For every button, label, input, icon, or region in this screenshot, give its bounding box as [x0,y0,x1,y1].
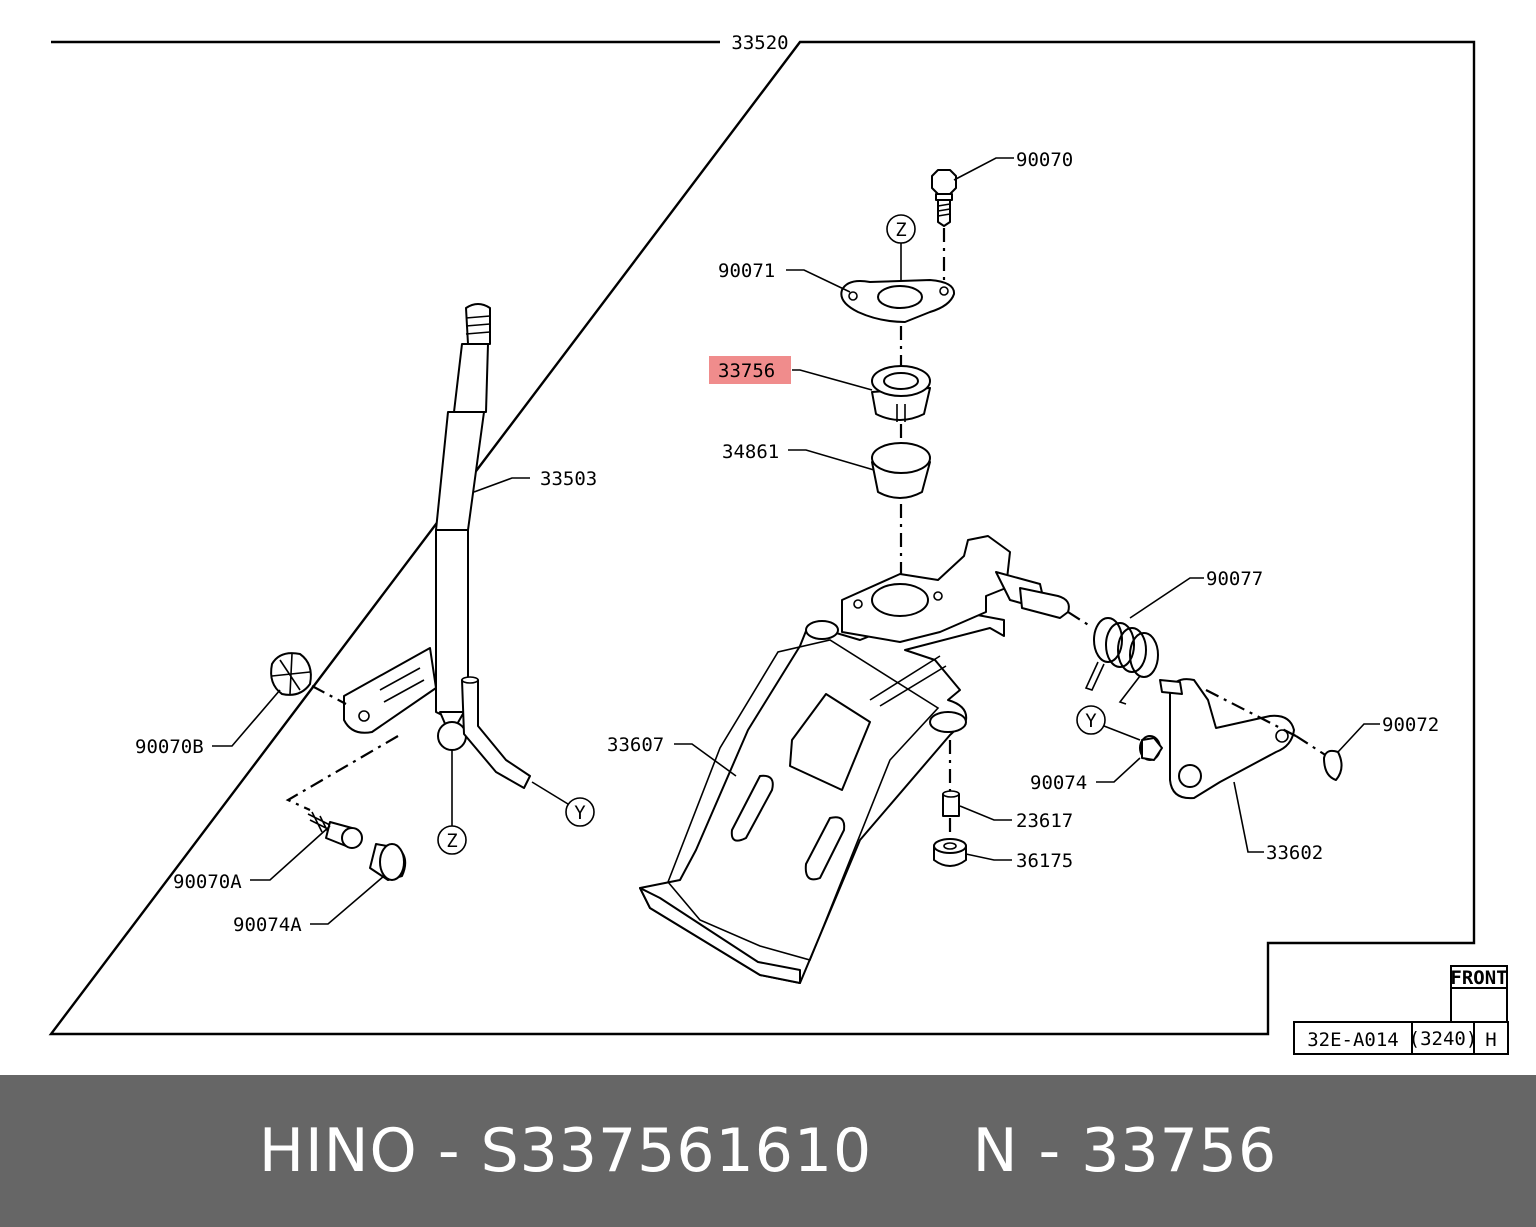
retainer-plate-90071 [840,279,956,323]
group-code: (3240) [1409,1028,1478,1050]
svg-text:Z: Z [895,219,906,241]
frame-label: 33520 [731,32,788,54]
spring-90077 [1084,617,1159,705]
bushing-34861 [871,442,931,499]
pin-23617 [942,790,960,817]
callout-90070A[interactable]: 90070A [173,871,242,893]
variant-code: H [1485,1029,1496,1051]
link-rod [461,676,531,789]
callout-90074[interactable]: 90074 [1030,772,1087,794]
svg-text:Z: Z [446,830,457,852]
marker-y-right: Y [1076,705,1106,735]
callout-36175[interactable]: 36175 [1016,850,1073,872]
front-label: FRONT [1450,967,1507,989]
callout-90077[interactable]: 90077 [1206,568,1263,590]
shift-lever-33503 [435,303,491,727]
bushing-33756 [871,365,931,422]
callout-33756[interactable]: 33756 [718,360,775,382]
grommet-36175 [933,838,967,867]
shift-housing [841,535,1070,707]
figure-code: 32E-A014 [1307,1029,1399,1051]
marker-z-top: Z [886,214,916,244]
callout-90070[interactable]: 90070 [1016,149,1073,171]
callout-90071[interactable]: 90071 [718,260,775,282]
marker-z-left: Z [437,825,467,855]
callout-33607[interactable]: 33607 [607,734,664,756]
callout-34861[interactable]: 34861 [722,441,779,463]
callout-90072[interactable]: 90072 [1382,714,1439,736]
parts-diagram: 33520 Z [48,32,1509,1055]
callout-90074A[interactable]: 90074A [233,914,302,936]
bolt-90070A [307,811,363,849]
callout-23617[interactable]: 23617 [1016,810,1073,832]
svg-text:Y: Y [574,802,586,824]
svg-text:Y: Y [1085,710,1097,732]
footer-part-info: HINO - S337561610 N - 33756 [258,1116,1278,1186]
diagram-frame [48,40,1476,1036]
callout-33503[interactable]: 33503 [540,468,597,490]
collar-90074A [369,843,407,881]
lever-arm [343,647,437,734]
lever-33602 [1159,678,1295,800]
ball-joint [437,721,467,751]
title-block: FRONT 32E-A014 (3240) H [1293,965,1509,1055]
marker-y-left: Y [565,797,595,827]
nut-90070B [270,652,312,696]
clip-90072 [1323,749,1343,781]
footer-bar: HINO - S337561610 N - 33756 [0,1075,1536,1227]
bolt-90070 [931,169,957,227]
callout-33602[interactable]: 33602 [1266,842,1323,864]
callout-90070B[interactable]: 90070B [135,736,204,758]
collar-90074 [1139,735,1163,761]
callout-highlight [709,356,791,384]
bracket-33607 [639,607,1005,984]
